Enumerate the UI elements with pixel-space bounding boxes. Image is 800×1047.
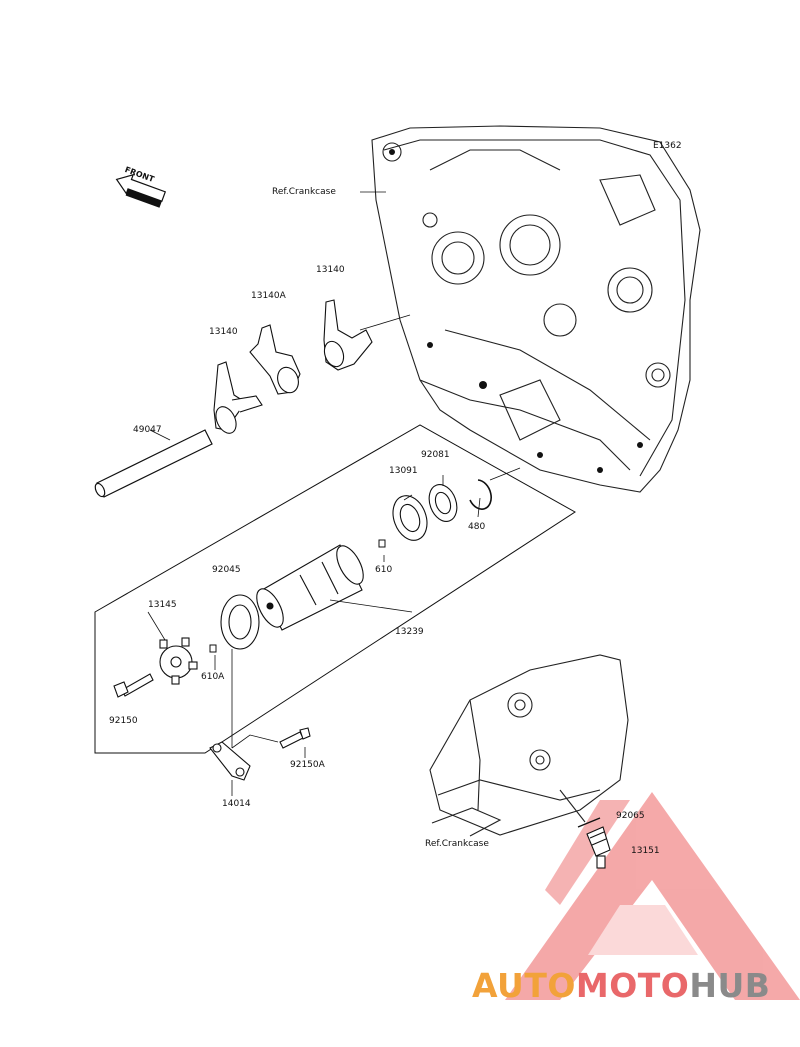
shift-fork-13140-left	[213, 361, 263, 434]
part-label-13239: 13239	[395, 627, 424, 637]
brand-auto: AUTO	[472, 966, 576, 1005]
crankcase-lower	[429, 654, 629, 837]
drum-assembly-outline	[94, 424, 576, 754]
bolt-92150	[113, 673, 154, 698]
sensor-13151	[586, 826, 611, 869]
circlip-480	[469, 479, 492, 510]
part-label-13140A: 13140A	[251, 291, 286, 301]
shift-drum-13239	[256, 544, 364, 631]
brand-moto: MOTO	[575, 966, 690, 1005]
part-label-13151: 13151	[631, 846, 660, 856]
oring-92065	[577, 817, 601, 828]
pin-610	[378, 539, 386, 548]
part-label-92065: 92065	[616, 811, 645, 821]
crankcase-upper	[371, 125, 701, 493]
part-label-92045: 92045	[212, 565, 241, 575]
front-arrow-icon	[115, 173, 167, 208]
pin-610A	[209, 644, 217, 653]
part-label-480: 480	[468, 522, 486, 532]
part-label-610A: 610A	[201, 672, 225, 682]
part-label-13091: 13091	[389, 466, 418, 476]
needle-bearing-13091	[392, 495, 428, 541]
part-label-13145: 13145	[148, 600, 177, 610]
diagram-code: E1362	[653, 141, 682, 151]
crankcase-upper-bosses	[389, 149, 643, 473]
part-label-92150A: 92150A	[290, 760, 325, 770]
part-label-92081: 92081	[421, 450, 450, 460]
shift-fork-13140A	[249, 324, 301, 395]
leader-lines	[147, 191, 521, 796]
bolt-92150A	[279, 727, 311, 749]
bearing-92045	[220, 594, 260, 650]
watermark-triangle-logo	[505, 792, 800, 1000]
shift-rod-49047	[94, 429, 213, 498]
shift-fork-13140-right	[323, 299, 373, 371]
part-label-13140-right: 13140	[316, 265, 345, 275]
part-label-49047: 49047	[133, 425, 162, 435]
part-label-92150: 92150	[109, 716, 138, 726]
part-label-610: 610	[375, 565, 393, 575]
brand-hub: HUB	[689, 966, 771, 1005]
shift-cam-13145	[159, 637, 198, 685]
lever-14014	[209, 741, 251, 781]
watermark-brand: AUTOMOTOHUB	[472, 966, 770, 1005]
washer-92081	[428, 484, 458, 522]
ref-crankcase-bottom-label: Ref.Crankcase	[425, 839, 489, 849]
ref-crankcase-top-label: Ref.Crankcase	[272, 187, 336, 197]
part-label-14014: 14014	[222, 799, 251, 809]
part-label-13140-left: 13140	[209, 327, 238, 337]
